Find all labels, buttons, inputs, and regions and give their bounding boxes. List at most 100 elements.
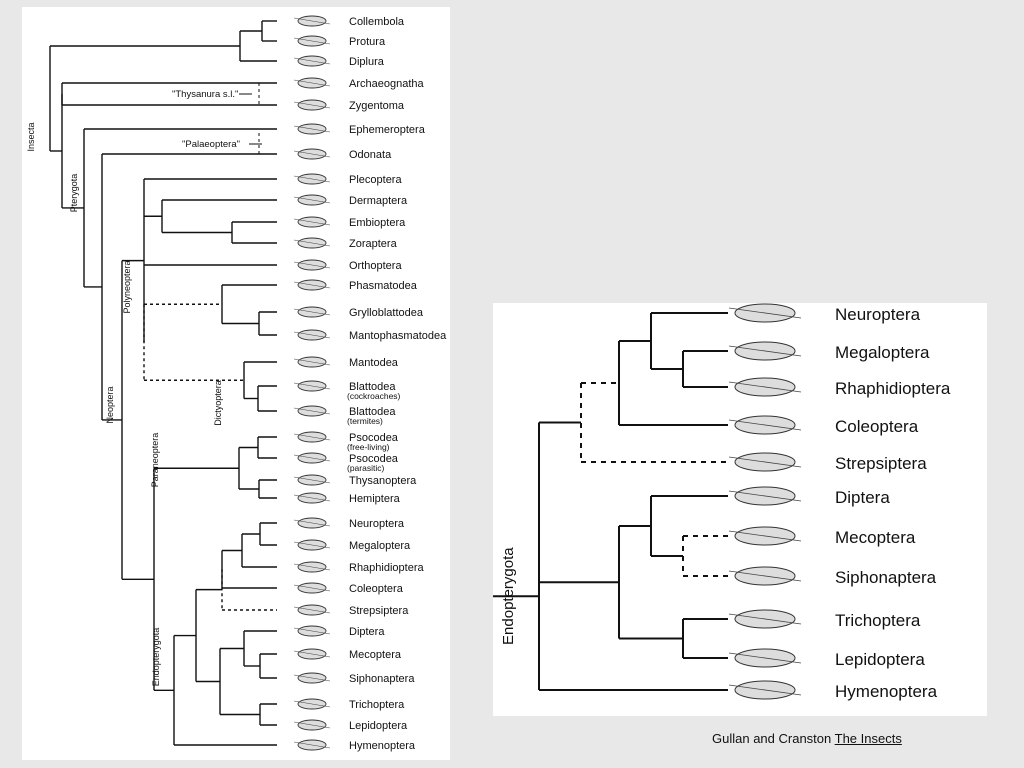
insect-leg xyxy=(293,358,331,366)
group-note: "Thysanura s.l." xyxy=(172,89,238,100)
taxon-note: (parasitic) xyxy=(347,463,384,473)
insect-leg xyxy=(728,613,802,625)
taxon-label-megaloptera: Megaloptera xyxy=(835,343,930,362)
insect-leg xyxy=(293,218,331,226)
taxon-label-hemiptera: Hemiptera xyxy=(349,493,401,505)
insect-leg xyxy=(293,382,331,390)
clade-label-neoptera: Neoptera xyxy=(105,386,115,423)
insect-leg xyxy=(293,79,331,87)
taxon-label-neuroptera: Neuroptera xyxy=(349,518,405,530)
insect-leg xyxy=(728,652,802,664)
taxon-label-rhaphidioptera: Rhaphidioptera xyxy=(349,562,424,574)
insect-leg xyxy=(293,57,331,65)
taxon-label-ephemeroptera: Ephemeroptera xyxy=(349,124,426,136)
insect-leg xyxy=(293,721,331,729)
insect-leg xyxy=(728,456,802,468)
insect-leg xyxy=(293,37,331,45)
insect-leg xyxy=(728,419,802,431)
taxon-label-protura: Protura xyxy=(349,36,386,48)
taxon-note: (free-living) xyxy=(347,442,390,452)
insect-leg xyxy=(728,490,802,502)
taxon-label-neuroptera: Neuroptera xyxy=(835,305,921,324)
taxon-label-odonata: Odonata xyxy=(349,149,392,161)
insect-leg xyxy=(293,494,331,502)
clade-label-dictyoptera: Dictyoptera xyxy=(213,380,223,426)
taxon-label-embioptera: Embioptera xyxy=(349,217,406,229)
endopterygota-tree: NeuropteraMegalopteraRhaphidiopteraColeo… xyxy=(493,303,951,701)
insect-leg xyxy=(293,541,331,549)
group-note: "Palaeoptera" xyxy=(182,139,240,150)
taxon-label-diptera: Diptera xyxy=(835,488,890,507)
insect-leg xyxy=(293,650,331,658)
insect-leg xyxy=(293,125,331,133)
clade-label-paraneoptera: Paraneoptera xyxy=(150,433,160,488)
insect-leg xyxy=(293,150,331,158)
taxon-label-diplura: Diplura xyxy=(349,56,385,68)
taxon-label-orthoptera: Orthoptera xyxy=(349,260,402,272)
insect-leg xyxy=(293,519,331,527)
taxon-label-hymenoptera: Hymenoptera xyxy=(835,682,938,701)
taxon-label-blattodea: Blattodea xyxy=(349,381,396,393)
clade-label-polyneoptera: Polyneoptera xyxy=(122,260,132,313)
taxon-label-archaeognatha: Archaeognatha xyxy=(349,78,424,90)
citation-authors: Gullan and Cranston xyxy=(712,731,832,746)
insect-leg xyxy=(293,606,331,614)
insect-leg xyxy=(293,627,331,635)
insect-leg xyxy=(728,530,802,542)
left-phylogeny-tree: CollembolaProturaDipluraArchaeognathaZyg… xyxy=(26,15,447,752)
taxon-label-thysanoptera: Thysanoptera xyxy=(349,475,417,487)
insect-leg xyxy=(728,381,802,393)
taxon-label-grylloblattodea: Grylloblattodea xyxy=(349,307,424,319)
insect-leg xyxy=(728,570,802,582)
taxon-label-siphonaptera: Siphonaptera xyxy=(349,673,415,685)
insect-leg xyxy=(293,196,331,204)
insect-leg xyxy=(293,17,331,25)
taxon-note: (cockroaches) xyxy=(347,391,401,401)
taxon-label-trichoptera: Trichoptera xyxy=(349,699,405,711)
insect-leg xyxy=(293,239,331,247)
taxon-label-mantodea: Mantodea xyxy=(349,357,399,369)
clade-label-pterygota: Pterygota xyxy=(69,174,79,213)
insect-leg xyxy=(293,175,331,183)
taxon-label-strepsiptera: Strepsiptera xyxy=(349,605,409,617)
taxon-label-rhaphidioptera: Rhaphidioptera xyxy=(835,379,951,398)
insect-leg xyxy=(728,684,802,696)
taxon-label-coleoptera: Coleoptera xyxy=(835,417,919,436)
taxon-label-mantophasmatodea: Mantophasmatodea xyxy=(349,330,447,342)
taxon-label-mecoptera: Mecoptera xyxy=(835,528,916,547)
insect-leg xyxy=(293,281,331,289)
taxon-label-plecoptera: Plecoptera xyxy=(349,174,402,186)
taxon-label-coleoptera: Coleoptera xyxy=(349,583,404,595)
taxon-label-siphonaptera: Siphonaptera xyxy=(835,568,937,587)
citation-title: The Insects xyxy=(834,731,902,746)
taxon-label-diptera: Diptera xyxy=(349,626,385,638)
insect-leg xyxy=(293,700,331,708)
clade-label-insecta: Insecta xyxy=(26,122,36,151)
insect-leg xyxy=(293,741,331,749)
insect-leg xyxy=(293,261,331,269)
taxon-label-hymenoptera: Hymenoptera xyxy=(349,740,416,752)
taxon-note: (termites) xyxy=(347,416,383,426)
insect-leg xyxy=(293,476,331,484)
taxon-label-lepidoptera: Lepidoptera xyxy=(349,720,408,732)
clade-label-endopterygota: Endopterygota xyxy=(500,547,517,645)
insect-leg xyxy=(293,331,331,339)
taxon-label-trichoptera: Trichoptera xyxy=(835,611,921,630)
insect-leg xyxy=(293,308,331,316)
taxon-label-zoraptera: Zoraptera xyxy=(349,238,398,250)
taxon-label-dermaptera: Dermaptera xyxy=(349,195,408,207)
taxon-label-mecoptera: Mecoptera xyxy=(349,649,402,661)
taxon-label-lepidoptera: Lepidoptera xyxy=(835,650,925,669)
insect-leg xyxy=(293,454,331,462)
insect-leg xyxy=(293,433,331,441)
taxon-label-blattodea: Blattodea xyxy=(349,406,396,418)
insect-leg xyxy=(293,674,331,682)
insect-leg xyxy=(728,307,802,319)
insect-leg xyxy=(293,584,331,592)
insect-leg xyxy=(728,345,802,357)
insect-leg xyxy=(293,563,331,571)
clade-label-endopterygota: Endopterygota xyxy=(151,628,161,687)
insect-leg xyxy=(293,407,331,415)
